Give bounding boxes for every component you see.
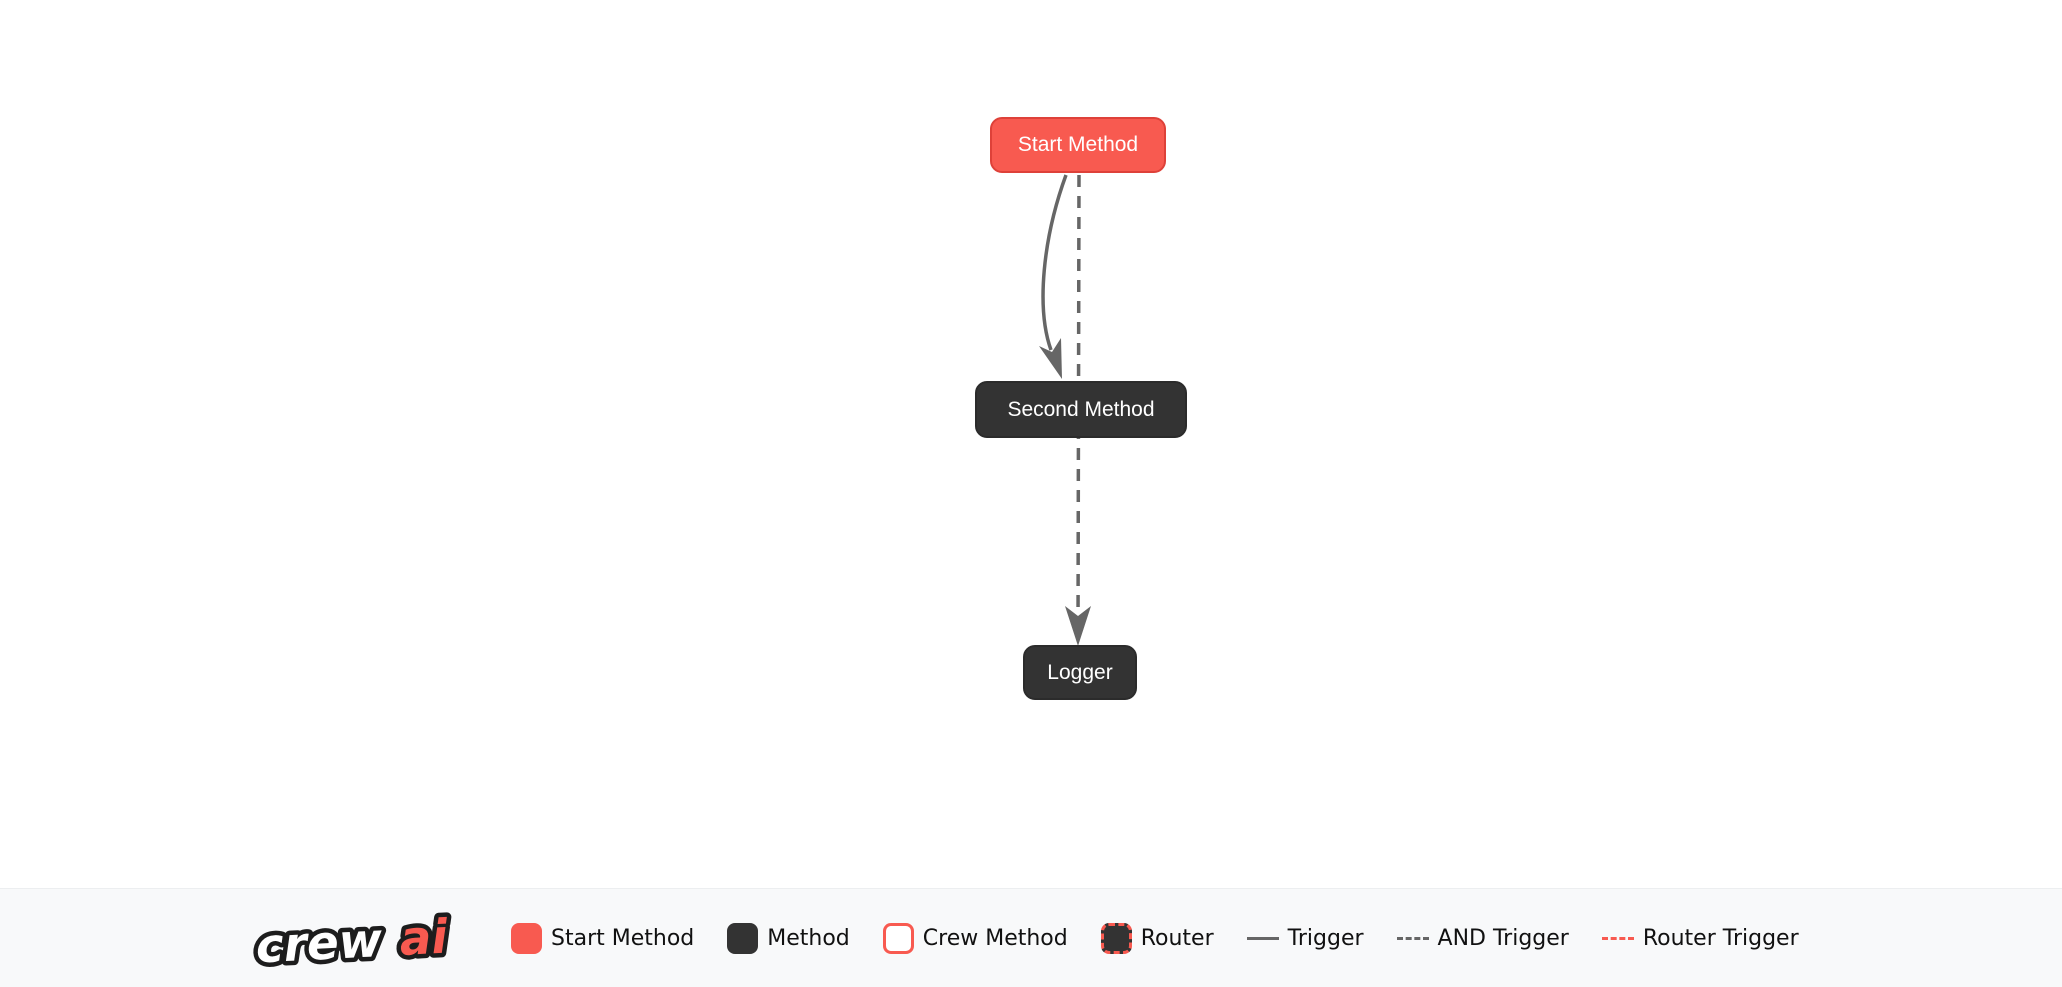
legend-label: Trigger [1287,925,1364,951]
start-method-swatch-icon [511,922,542,954]
and-trigger-line-icon [1396,936,1429,940]
flow-canvas[interactable]: Start Method Second Method Logger [0,0,2062,888]
edge-and-trigger-dashed [1076,174,1081,633]
legend-label: Start Method [551,925,695,951]
legend-label: Method [767,925,850,951]
crew-method-swatch-icon [882,922,914,954]
node-logger-label: Logger [1047,660,1113,684]
edges-layer [1039,174,1091,646]
router-trigger-line-icon [1601,936,1634,940]
legend-label: Router [1140,925,1214,951]
legend-item-crew-method: Crew Method [882,922,1068,954]
legend-bar: crew ai Start Method Method Crew Method … [0,888,2062,987]
logo-text-crew: crew [254,913,384,975]
node-second-method[interactable]: Second Method [975,381,1187,438]
logo-text-ai: ai [398,910,450,967]
edge-trigger-arrowhead [1039,338,1062,379]
node-second-method-label: Second Method [1007,397,1155,421]
node-start-method[interactable]: Start Method [990,117,1166,173]
router-swatch-icon [1100,922,1132,954]
method-swatch-icon [727,922,759,954]
legend-item-start-method: Start Method [511,922,695,954]
edge-and-trigger-arrowhead [1065,606,1091,646]
edge-trigger-curve [1041,174,1068,351]
legend-item-router-trigger: Router Trigger [1601,925,1799,951]
legend-label: AND Trigger [1437,925,1569,951]
node-logger[interactable]: Logger [1023,645,1137,700]
legend-item-router: Router [1100,922,1214,954]
legend-item-and-trigger: AND Trigger [1396,925,1569,951]
legend-item-method: Method [727,922,850,954]
legend-item-trigger: Trigger [1246,925,1364,951]
legend-label: Crew Method [922,925,1068,951]
trigger-line-icon [1246,936,1279,940]
node-start-method-label: Start Method [1017,133,1139,156]
crewai-logo: crew ai [250,905,454,977]
legend-label: Router Trigger [1642,925,1799,951]
